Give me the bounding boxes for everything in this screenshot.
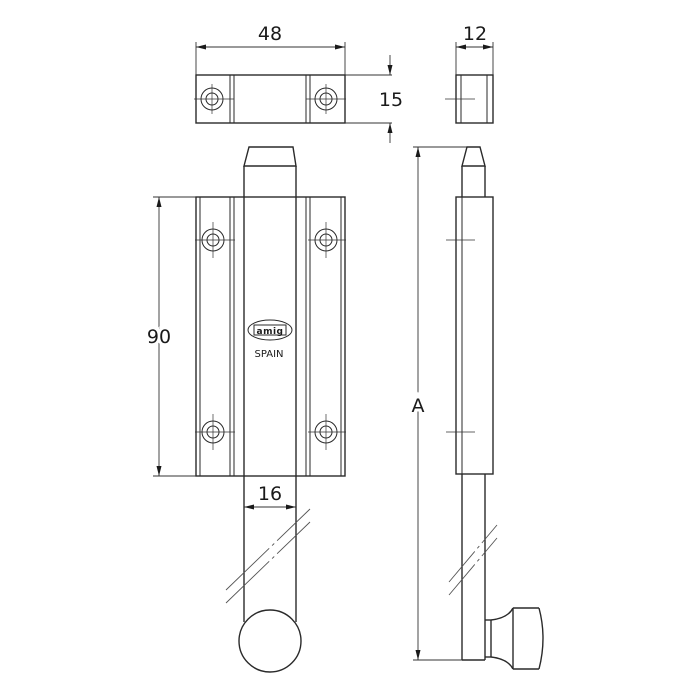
- bolt-width-label: 16: [258, 483, 282, 505]
- knob-icon: [238, 609, 302, 673]
- bolt-front-view: amig SPAIN 90 16: [144, 146, 346, 673]
- amig-logo-icon: amig: [247, 319, 293, 341]
- screw-hole-icon: [194, 84, 234, 114]
- keeper-width-label: 48: [258, 23, 282, 45]
- bolt-side-view: A: [409, 146, 544, 670]
- plate-height-label: 90: [147, 326, 171, 348]
- screw-hole-icon: [306, 84, 346, 114]
- screw-hole-icon: [195, 222, 235, 258]
- keeper-depth-label: 12: [463, 23, 487, 45]
- logo-text: amig: [257, 327, 284, 337]
- origin-label: SPAIN: [254, 349, 283, 360]
- overall-length-label: A: [412, 395, 425, 417]
- keeper-side-view: 12: [445, 23, 494, 124]
- keeper-height-label: 15: [379, 89, 403, 111]
- screw-hole-icon: [308, 414, 346, 450]
- screw-hole-icon: [195, 414, 235, 450]
- screw-hole-icon: [308, 222, 346, 258]
- knob-side-icon: [485, 607, 544, 670]
- keeper-front-view: 48 15: [194, 23, 403, 143]
